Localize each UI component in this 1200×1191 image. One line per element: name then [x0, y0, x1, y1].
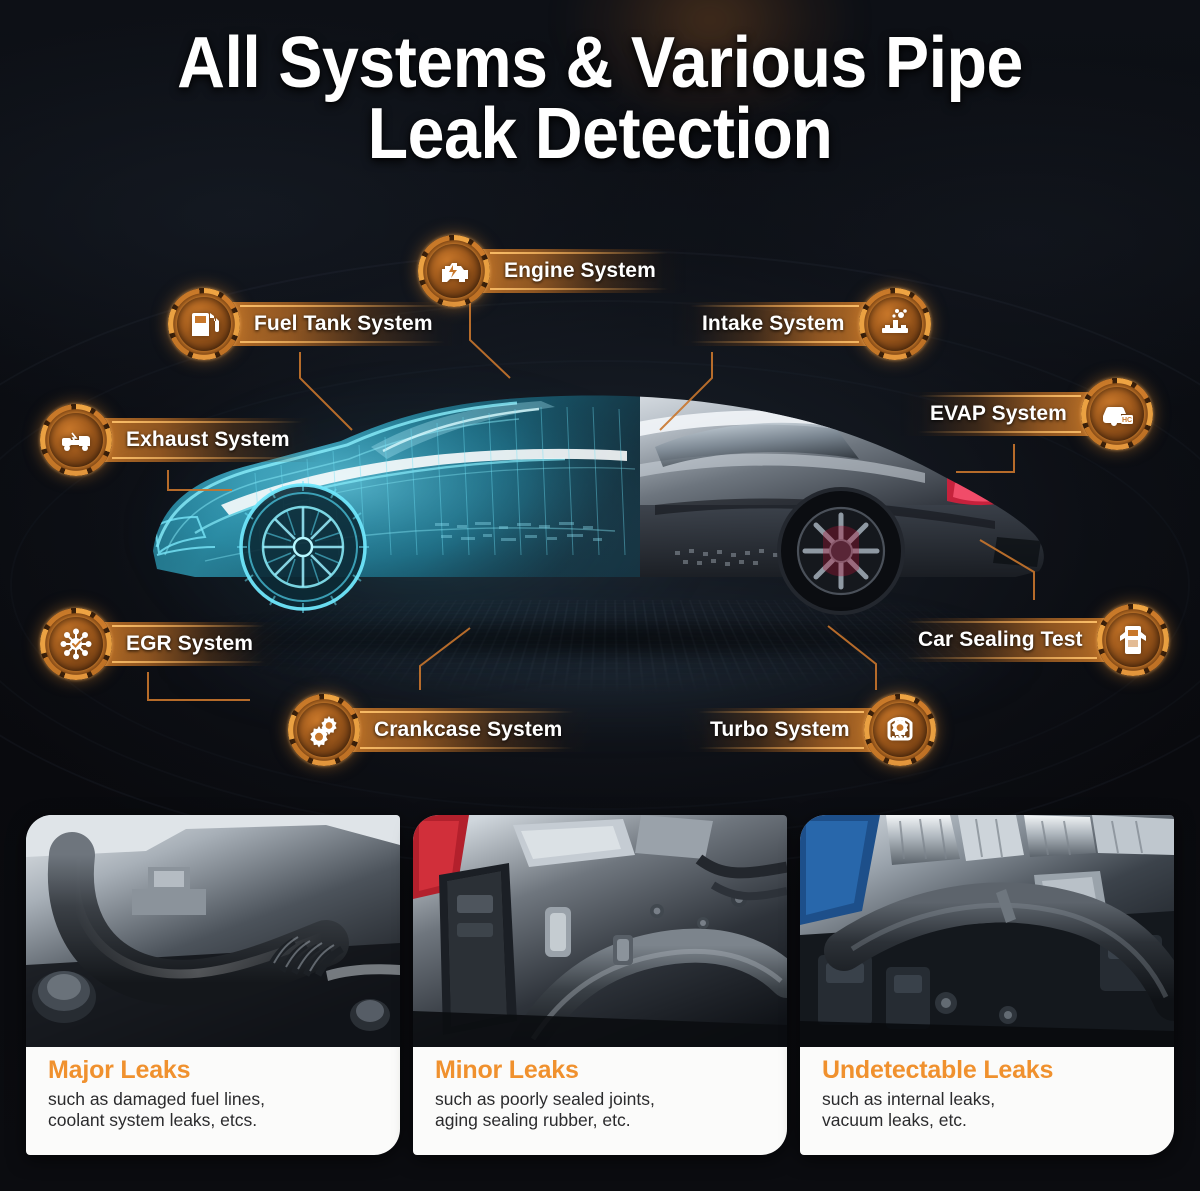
badge-ring [1096, 604, 1169, 676]
badge-ring [858, 288, 931, 360]
leak-card-undetectable[interactable]: Undetectable Leaks such as internal leak… [800, 815, 1174, 1155]
card-title: Minor Leaks [435, 1056, 579, 1084]
car-shadow [195, 617, 1005, 661]
card-text-body: Major Leaks such as damaged fuel lines, … [26, 1047, 400, 1155]
callout-label: Crankcase System [326, 708, 593, 752]
engine-icon [418, 235, 490, 307]
engine-bay-joints-photo [413, 815, 787, 1047]
callout-label: Turbo System [680, 708, 898, 752]
card-description: such as damaged fuel lines, coolant syst… [48, 1088, 265, 1130]
card-text-body: Minor Leaks such as poorly sealed joints… [413, 1047, 787, 1155]
exhaust-icon [40, 404, 112, 476]
front-wheel [237, 481, 369, 613]
card-text-body: Undetectable Leaks such as internal leak… [800, 1047, 1174, 1155]
callout-label: Intake System [672, 302, 893, 346]
callout-turbo-system[interactable]: Turbo System [680, 694, 936, 766]
badge-ring [863, 694, 936, 766]
callout-engine-system[interactable]: Engine System [418, 235, 686, 307]
card-title: Major Leaks [48, 1056, 191, 1084]
intake-icon [859, 288, 931, 360]
badge-ring [288, 694, 360, 766]
card-title: Undetectable Leaks [822, 1056, 1054, 1084]
rear-wheel [777, 487, 905, 615]
leak-card-major[interactable]: Major Leaks such as damaged fuel lines, … [26, 815, 400, 1155]
gears-icon [288, 694, 360, 766]
callout-egr-system[interactable]: EGR System [40, 608, 284, 680]
callout-evap-system[interactable]: HC EVAP System [900, 378, 1153, 450]
callout-label: Car Sealing Test [888, 618, 1131, 662]
turbocharger-icon [864, 694, 936, 766]
fuel-pump-icon [168, 288, 240, 360]
callout-label: Fuel Tank System [206, 302, 463, 346]
car-topview-icon [1097, 604, 1169, 676]
callout-label: Exhaust System [78, 418, 320, 462]
egr-valve-icon [40, 608, 112, 680]
card-description: such as poorly sealed joints, aging seal… [435, 1088, 655, 1130]
badge-ring [40, 404, 112, 476]
engine-intake-hose-photo [26, 815, 400, 1047]
page-title-line-2: Leak Detection [367, 94, 833, 175]
callout-intake-system[interactable]: Intake System [672, 288, 931, 360]
engine-vacuum-hose-photo [800, 815, 1174, 1047]
page-title: All Systems & Various Pipe Leak Detectio… [0, 23, 1200, 175]
leak-type-cards: Major Leaks such as damaged fuel lines, … [26, 815, 1174, 1155]
badge-ring [168, 288, 240, 360]
card-description: such as internal leaks, vacuum leaks, et… [822, 1088, 996, 1130]
callout-label: EVAP System [900, 392, 1115, 436]
callout-crankcase-system[interactable]: Crankcase System [288, 694, 593, 766]
badge-ring [418, 235, 490, 307]
callout-fuel-tank-system[interactable]: Fuel Tank System [168, 288, 463, 360]
leak-card-minor[interactable]: Minor Leaks such as poorly sealed joints… [413, 815, 787, 1155]
evap-car-hc-icon: HC [1081, 378, 1153, 450]
badge-ring [40, 608, 112, 680]
callout-exhaust-system[interactable]: Exhaust System [40, 404, 320, 476]
page-title-line-1: All Systems & Various Pipe [177, 23, 1023, 103]
badge-ring: HC [1080, 378, 1153, 450]
callout-label: EGR System [78, 622, 284, 666]
callout-car-sealing-test[interactable]: Car Sealing Test [888, 604, 1169, 676]
callout-label: Engine System [456, 249, 686, 293]
svg-text:HC: HC [1122, 417, 1132, 424]
